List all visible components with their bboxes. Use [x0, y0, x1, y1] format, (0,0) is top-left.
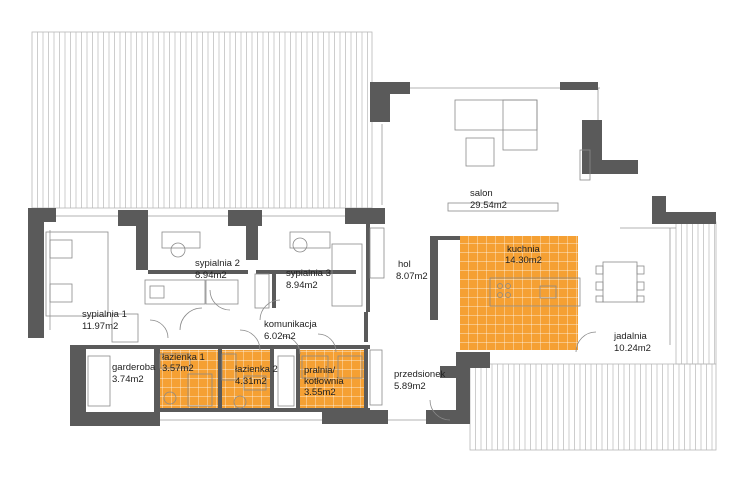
label-jadalnia-area: 10.24m2: [614, 343, 651, 354]
label-lazienka-2: łazienka 2: [235, 364, 278, 375]
label-lazienka-2-area: 4.31m2: [235, 376, 267, 387]
label-sypialnia-2: sypialnia 2: [195, 258, 240, 269]
label-sypialnia-3-area: 8.94m2: [286, 280, 318, 291]
doors: [149, 289, 597, 421]
label-hol: hol: [398, 259, 411, 270]
label-sypialnia-1: sypialnia 1: [82, 309, 127, 320]
label-salon-area: 29.54m2: [470, 200, 507, 211]
label-salon: salon: [470, 188, 493, 199]
label-pralnia-area: 3.55m2: [304, 387, 336, 398]
label-garderoba: garderoba: [112, 362, 156, 373]
label-jadalnia: jadalnia: [613, 331, 647, 342]
label-sypialnia-3: sypialnia 3: [286, 268, 331, 279]
label-pralnia-line2: kotłownia: [304, 376, 344, 387]
room-labels: salon 29.54m2 kuchnia 14.30m2 hol 8.07m2…: [82, 188, 651, 398]
label-sypialnia-2-area: 8.94m2: [195, 270, 227, 281]
label-kuchnia: kuchnia: [507, 244, 540, 255]
label-komunikacja: komunikacja: [264, 319, 318, 330]
label-kuchnia-area: 14.30m2: [505, 255, 542, 266]
label-przedsionek: przedsionek: [394, 369, 445, 380]
furniture: [45, 99, 645, 409]
label-hol-area: 8.07m2: [396, 271, 428, 282]
label-przedsionek-area: 5.89m2: [394, 381, 426, 392]
label-pralnia-line1: pralnia/: [304, 365, 336, 376]
label-sypialnia-1-area: 11.97m2: [82, 321, 118, 332]
label-lazienka-1-area: 3.57m2: [162, 363, 194, 374]
walls: [28, 82, 716, 426]
label-lazienka-1: łazienka 1: [162, 352, 205, 363]
terrace-top-left: [31, 31, 373, 209]
label-komunikacja-area: 6.02m2: [264, 331, 296, 342]
label-garderoba-area: 3.74m2: [112, 374, 144, 385]
